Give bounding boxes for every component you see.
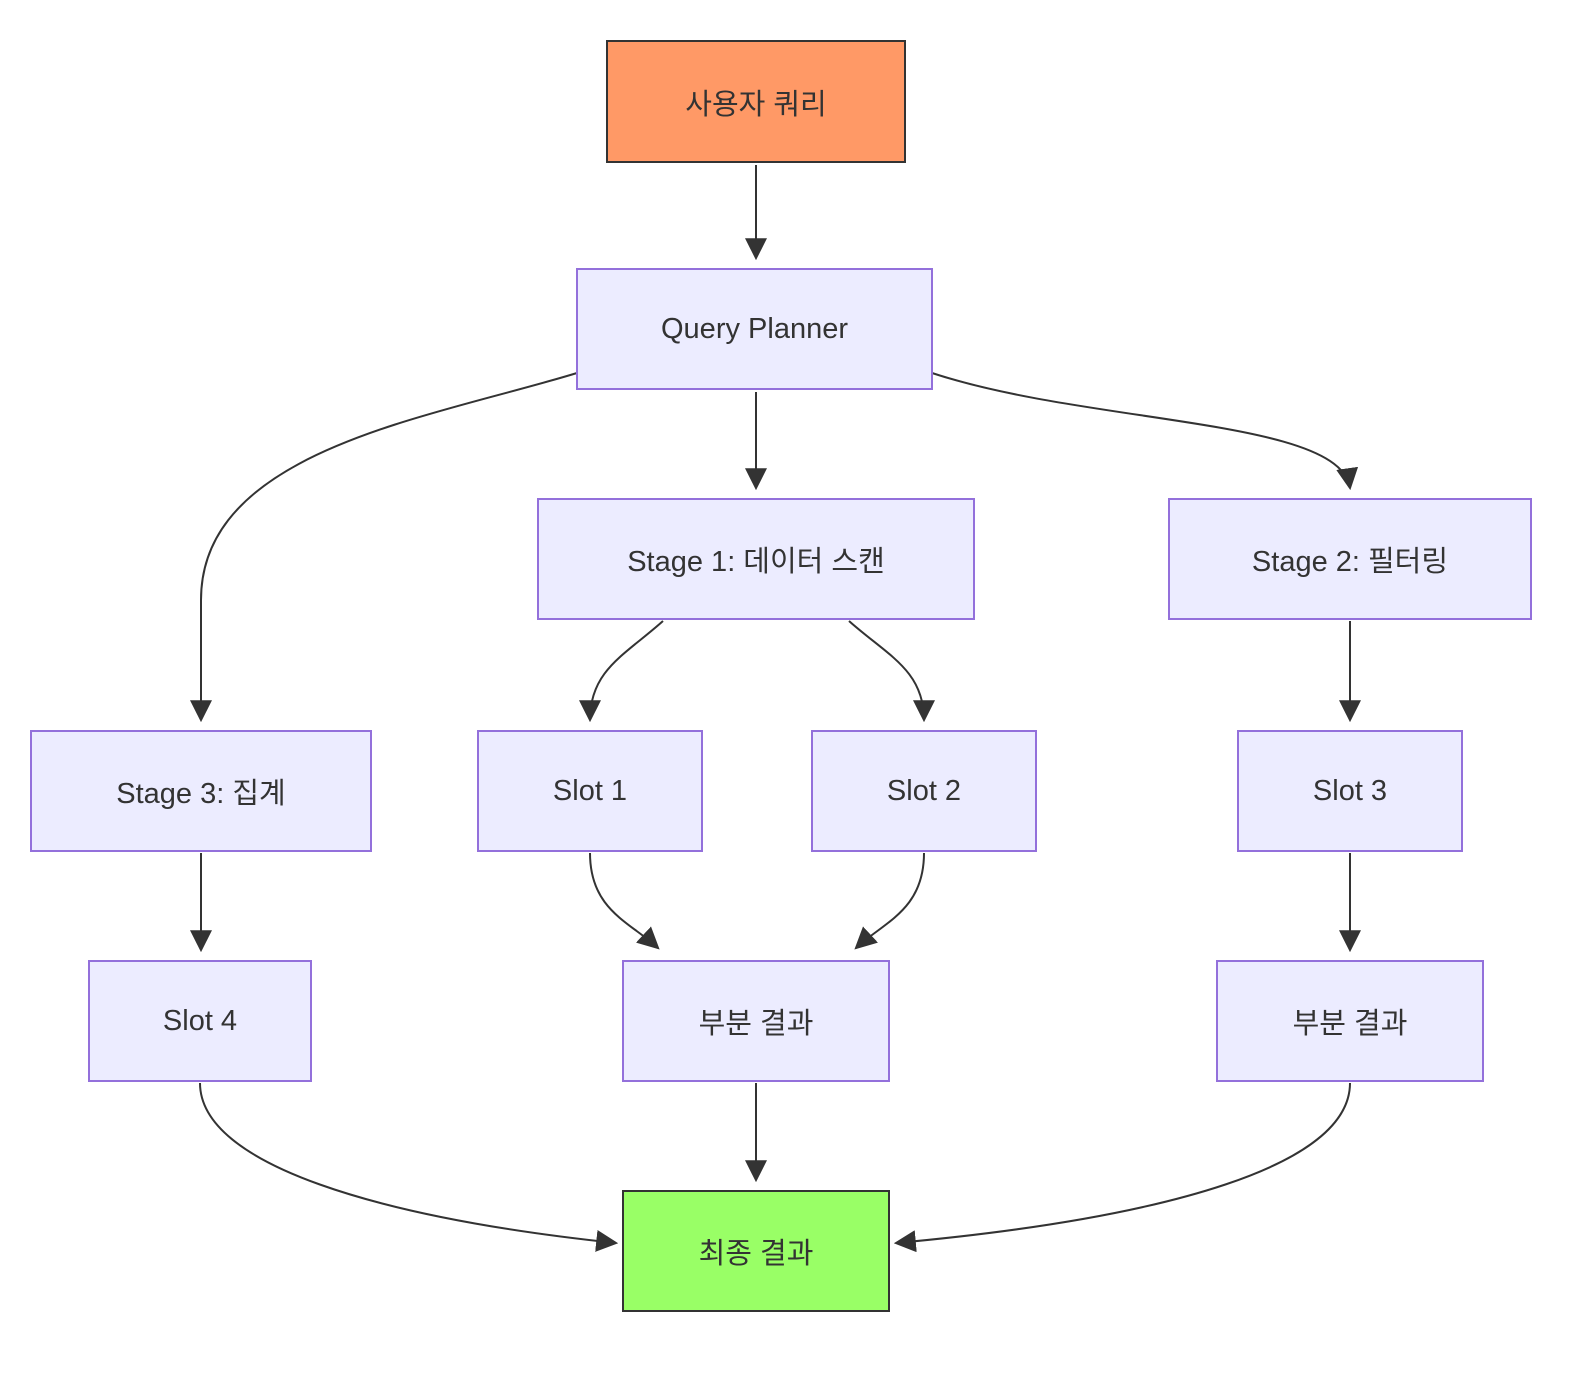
node-final-result: 최종 결과 <box>622 1190 890 1312</box>
edge-stage1-to-slot1 <box>579 620 664 723</box>
node-partial-result-right: 부분 결과 <box>1216 960 1484 1082</box>
node-user-query-label: 사용자 쿼리 <box>685 88 827 121</box>
node-slot2: Slot 2 <box>811 730 1037 852</box>
node-final-result-label: 최종 결과 <box>698 1238 814 1270</box>
node-user-query: 사용자 쿼리 <box>606 40 906 163</box>
node-slot4: Slot 4 <box>88 960 312 1082</box>
node-partial-result-center-label: 부분 결과 <box>698 1008 814 1040</box>
node-stage3-label: Stage 3: 집계 <box>116 778 286 810</box>
node-slot2-label: Slot 2 <box>886 774 962 807</box>
edge-query-planner-to-stage2 <box>931 372 1359 491</box>
node-partial-result-center: 부분 결과 <box>622 960 890 1082</box>
node-slot4-label: Slot 4 <box>162 1004 238 1037</box>
node-slot3-label: Slot 3 <box>1312 774 1388 807</box>
edge-slot1-to-partial-center <box>589 852 660 950</box>
node-query-planner: Query Planner <box>576 268 933 390</box>
edge-query-planner-to-stage3 <box>190 372 578 723</box>
node-slot1-label: Slot 1 <box>552 774 628 807</box>
node-stage1-label: Stage 1: 데이터 스캔 <box>627 546 885 578</box>
node-slot1: Slot 1 <box>477 730 703 852</box>
edge-stage1-to-slot2 <box>848 620 935 723</box>
node-stage1-data-scan: Stage 1: 데이터 스캔 <box>537 498 975 620</box>
node-query-planner-label: Query Planner <box>661 312 848 345</box>
edge-slot2-to-partial-center <box>854 852 925 950</box>
node-stage2-filtering: Stage 2: 필터링 <box>1168 498 1532 620</box>
node-stage2-label: Stage 2: 필터링 <box>1251 546 1449 578</box>
node-slot3: Slot 3 <box>1237 730 1463 852</box>
edge-partial-right-to-final-result <box>893 1082 1351 1253</box>
edge-slot4-to-final-result <box>199 1082 619 1252</box>
node-stage3-aggregation: Stage 3: 집계 <box>30 730 372 852</box>
node-partial-result-right-label: 부분 결과 <box>1292 1008 1408 1040</box>
